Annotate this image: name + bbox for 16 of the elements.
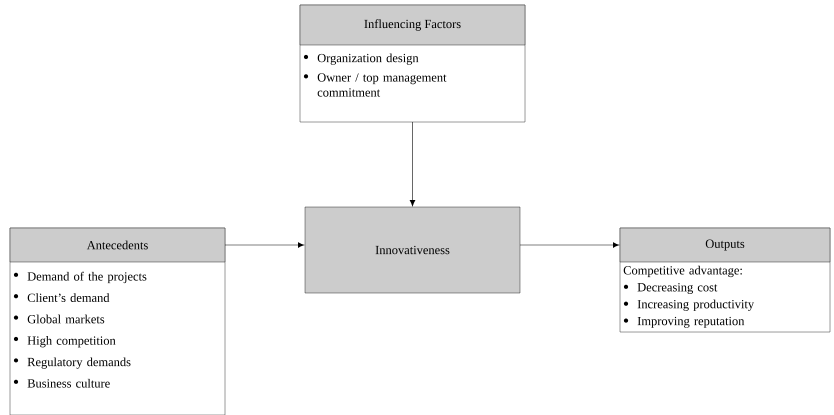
arrow <box>224 242 304 248</box>
bullet-item: Business culture <box>14 378 110 388</box>
bullet-item: Decreasing cost <box>624 283 718 294</box>
bullet-item: Global markets <box>14 314 104 324</box>
bullet-item: Owner / top management commitment <box>304 73 446 97</box>
arrow <box>410 122 416 206</box>
arrow <box>520 242 620 248</box>
bullet-item: Organization design <box>304 53 418 65</box>
bullet-item: High competition <box>14 336 116 348</box>
bullet-item: Improving reputation <box>624 316 744 328</box>
bullet-item: Regulatory demands <box>14 357 130 369</box>
list-heading: Competitive advantage: <box>624 266 742 278</box>
process-box: Innovativeness <box>304 206 520 294</box>
bullet-item: Client’s demand <box>14 293 110 302</box>
bullet-item: Increasing productivity <box>624 300 754 311</box>
bullet-item: Demand of the projects <box>14 272 146 284</box>
